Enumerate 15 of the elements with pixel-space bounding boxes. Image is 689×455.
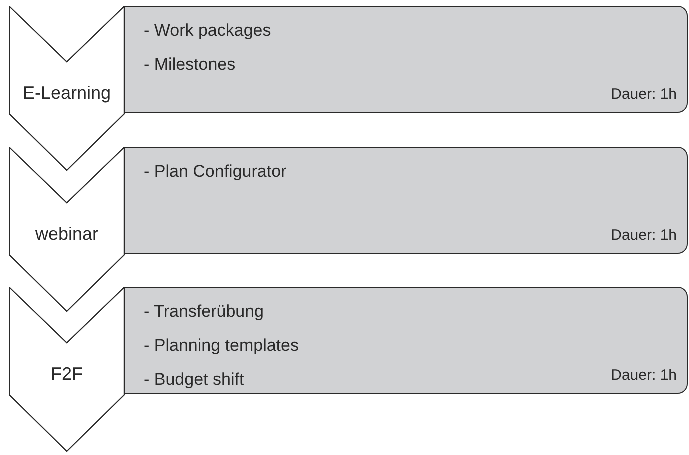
list-item: - Planning templates — [144, 335, 299, 357]
list-item: - Transferübung — [144, 301, 266, 323]
content-box — [124, 287, 688, 394]
list-item: - Work packages — [144, 20, 272, 42]
list-item: - Milestones — [144, 54, 237, 76]
duration-text: Dauer: 1h — [611, 86, 677, 104]
step-label: E-Learning — [22, 82, 112, 104]
step-label: F2F — [50, 363, 83, 385]
duration-text: Dauer: 1h — [611, 227, 677, 245]
list-item: - Plan Configurator — [144, 161, 287, 183]
step-label: webinar — [35, 223, 99, 245]
content-box — [124, 6, 688, 113]
duration-text: Dauer: 1h — [611, 367, 677, 385]
list-item: - Budget shift — [144, 369, 246, 391]
content-box — [124, 147, 688, 254]
